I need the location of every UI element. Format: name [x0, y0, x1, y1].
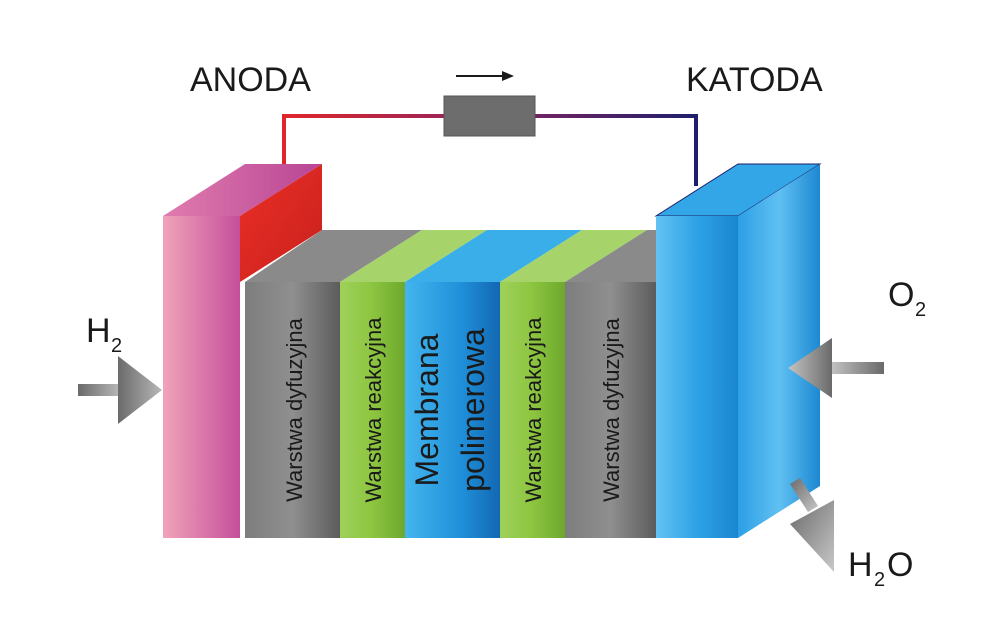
- load-resistor: [443, 95, 536, 137]
- water-symbol-h: H: [848, 546, 873, 584]
- water-subscript: 2: [874, 569, 885, 591]
- reaction-left-label: Warstwa reakcyjna: [361, 317, 386, 503]
- arrow-right-icon: [78, 356, 162, 424]
- hydrogen-input-label: H 2: [86, 312, 122, 357]
- diffusion-right-layer: [565, 282, 656, 538]
- reaction-left-top: [340, 230, 487, 282]
- membrane-top: [405, 230, 582, 282]
- diffusion-right-label: Warstwa dyfuzyjna: [599, 317, 624, 502]
- arrow-left-icon: [788, 338, 884, 398]
- membrane-layer: [405, 282, 500, 538]
- water-symbol-o: O: [887, 546, 913, 584]
- cathode-block: [654, 163, 822, 538]
- cathode-label: KATODA: [686, 61, 823, 99]
- oxygen-symbol: O: [888, 276, 914, 314]
- oxygen-input-label: O 2: [888, 276, 926, 321]
- anode-label: ANODA: [190, 61, 311, 99]
- hydrogen-symbol: H: [86, 312, 111, 350]
- anode-block: [163, 164, 322, 538]
- cathode-side-face: [738, 164, 820, 538]
- membrane-label-line2: polimerowa: [455, 328, 491, 492]
- anode-current-collector: [240, 164, 322, 282]
- membrane-label-line1: Membrana: [409, 333, 445, 486]
- layers-top-face: [245, 230, 680, 282]
- cathode-front-face: [656, 216, 738, 538]
- reaction-right-label: Warstwa reakcyjna: [521, 317, 546, 503]
- anode-front-face: [163, 216, 240, 538]
- reaction-right-layer: [500, 282, 565, 538]
- arrow-down-right-icon: [790, 478, 834, 572]
- reaction-left-layer: [340, 282, 405, 538]
- water-output-label: H 2 O: [848, 546, 913, 591]
- diffusion-left-layer: [245, 282, 340, 538]
- diffusion-left-label: Warstwa dyfuzyjna: [282, 317, 307, 502]
- arrow-right-icon: [456, 71, 514, 81]
- diffusion-right-top: [565, 230, 680, 282]
- diffusion-left-top: [245, 230, 422, 282]
- hydrogen-subscript: 2: [111, 335, 122, 357]
- anode-top-face: [163, 164, 322, 216]
- oxygen-subscript: 2: [915, 299, 926, 321]
- reaction-right-top: [500, 230, 647, 282]
